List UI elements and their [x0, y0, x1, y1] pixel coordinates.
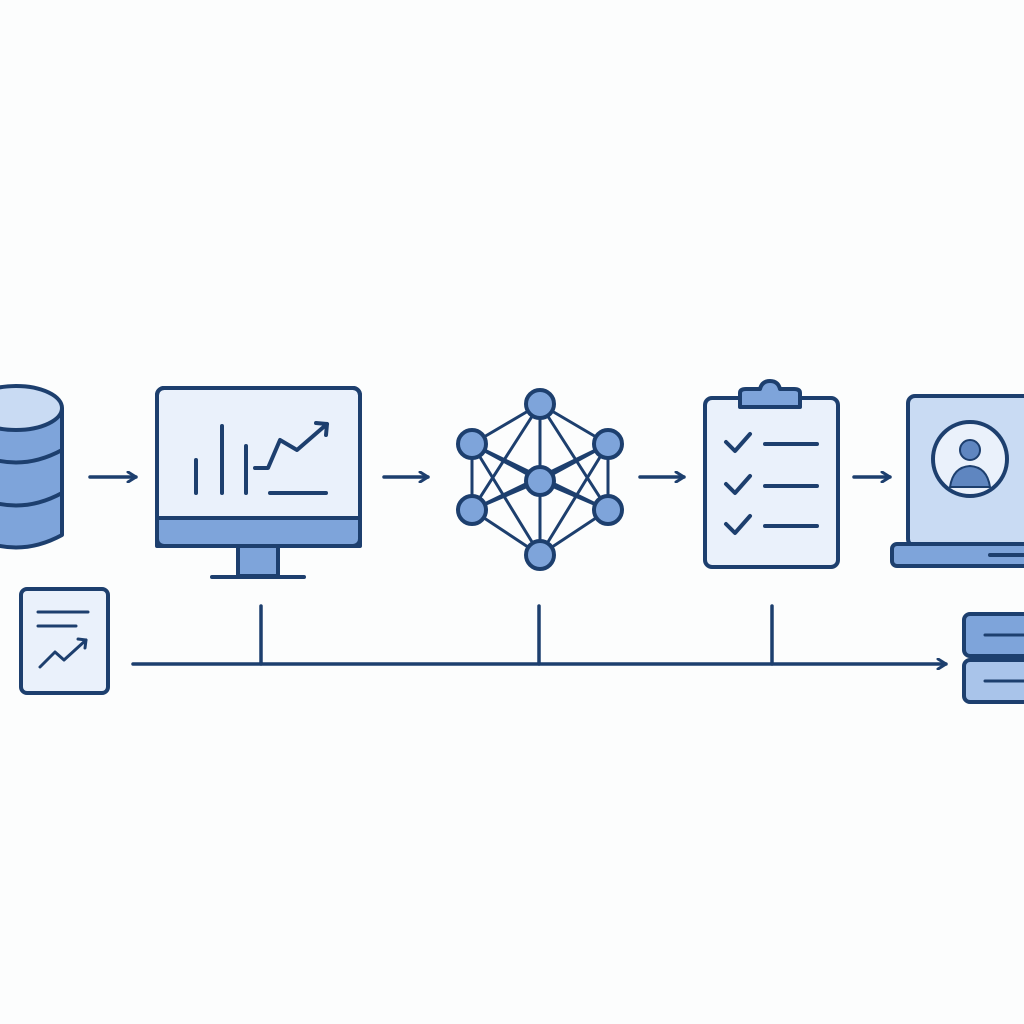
clipboard-checklist-icon — [703, 379, 840, 569]
monitoring-line — [131, 604, 948, 664]
server-stack-icon — [962, 612, 1024, 704]
database-icon — [0, 384, 64, 550]
laptop-user-icon — [890, 394, 1024, 568]
network-nodes — [456, 388, 624, 571]
report-trend-icon — [19, 587, 110, 695]
neural-network-icon — [456, 388, 624, 571]
monitor-chart-icon — [155, 386, 362, 579]
